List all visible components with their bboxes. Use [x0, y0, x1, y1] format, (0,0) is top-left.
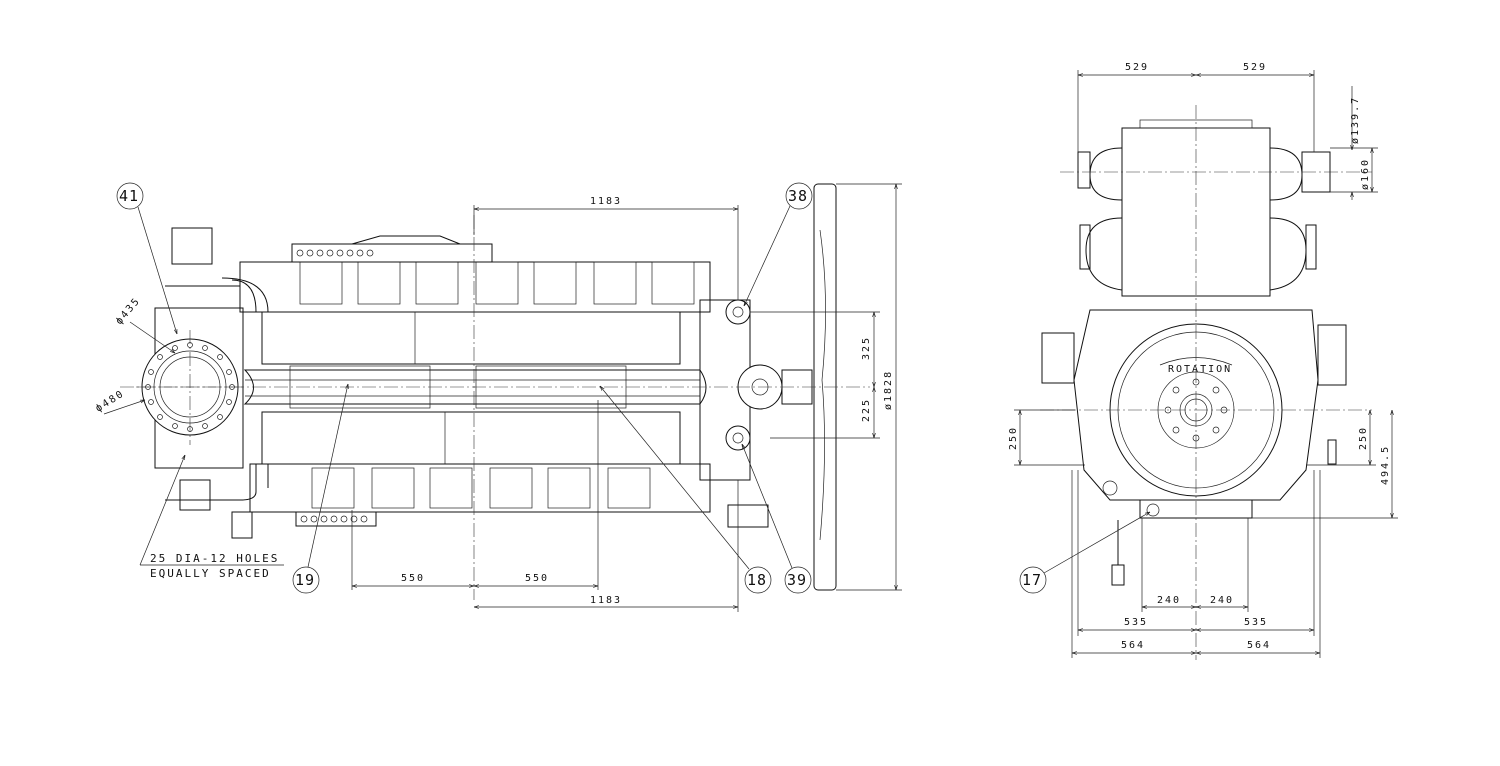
dim-end-564-right: 564: [1247, 640, 1271, 651]
dim-pipe-160: ø160: [1360, 158, 1371, 190]
callout-18: 18: [747, 571, 767, 589]
callout-19: 19: [295, 571, 315, 589]
lower-cylinder-bank: [249, 463, 711, 527]
dim-right-550: 550: [525, 573, 549, 584]
rotation-label: ROTATION: [1168, 364, 1232, 375]
lower-pulley: [725, 425, 751, 451]
callout-17: 17: [1022, 571, 1042, 589]
callout-39: 39: [787, 571, 807, 589]
dim-end-top-right: 529: [1243, 62, 1267, 73]
side-view: 1183 550 550 1183 325 225 ø1828 ϕ435 ϕ48…: [94, 182, 902, 612]
dim-flange-480: ϕ480: [94, 388, 127, 414]
end-crankcase: [1073, 309, 1319, 501]
callout-41: 41: [119, 187, 139, 205]
dim-end-240-left: 240: [1157, 595, 1181, 606]
dim-end-564-left: 564: [1121, 640, 1145, 651]
dim-bottom-1183: 1183: [590, 595, 622, 606]
upper-cylinder-bank: [239, 235, 711, 313]
dim-fan-diameter: ø1828: [883, 370, 894, 410]
dim-top-1183: 1183: [590, 196, 622, 207]
dim-end-right-250: 250: [1358, 426, 1369, 450]
dim-325: 325: [861, 336, 872, 360]
lower-manifold: [261, 411, 681, 465]
dim-left-550: 550: [401, 573, 425, 584]
dim-end-535-left: 535: [1124, 617, 1148, 628]
dim-end-240-right: 240: [1210, 595, 1234, 606]
upper-manifold: [261, 311, 681, 365]
dim-flange-435: ϕ435: [114, 295, 143, 327]
dim-end-494: 494.5: [1380, 445, 1391, 485]
dim-pipe-139: ø139.7: [1350, 96, 1361, 144]
callout-38: 38: [788, 187, 808, 205]
note-holes-line1: 25 DIA-12 HOLES: [150, 552, 279, 565]
dim-end-535-right: 535: [1244, 617, 1268, 628]
dim-225: 225: [861, 398, 872, 422]
note-holes-line2: EQUALLY SPACED: [150, 567, 271, 580]
dim-end-top-left: 529: [1125, 62, 1149, 73]
dim-end-left-250: 250: [1008, 426, 1019, 450]
end-view: ROTATION 529 529 ø139.7 ø160 250: [1008, 62, 1398, 660]
upper-pulley: [725, 299, 751, 325]
